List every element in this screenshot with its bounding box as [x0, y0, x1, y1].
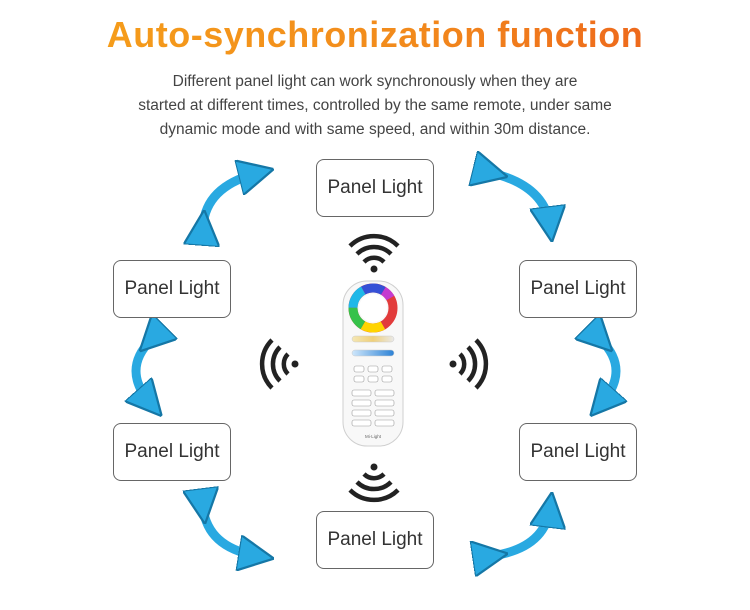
double-arrow-icon: [136, 340, 151, 404]
remote-brand-label: Mi·Light: [365, 434, 382, 439]
wifi-signal-icon: [348, 233, 400, 273]
double-arrow-icon: [203, 173, 258, 226]
panel-light-left-lower: Panel Light: [113, 423, 231, 481]
page-title: Auto-synchronization function: [0, 14, 750, 56]
double-arrow-icon: [492, 508, 550, 556]
description-line: started at different times, controlled b…: [138, 97, 612, 114]
description-line: Different panel light can work synchrono…: [172, 73, 578, 90]
panel-light-top: Panel Light: [316, 159, 434, 217]
double-arrow-icon: [492, 173, 550, 226]
panel-light-left-upper: Panel Light: [113, 260, 231, 318]
wifi-signal-icon: [259, 338, 299, 390]
description-line: dynamic mode and with same speed, and wi…: [159, 121, 591, 138]
wifi-signal-icon: [348, 463, 400, 503]
panel-light-right-upper: Panel Light: [519, 260, 637, 318]
double-arrow-icon: [203, 508, 258, 556]
double-arrow-icon: [601, 340, 616, 404]
panel-light-bottom: Panel Light: [316, 511, 434, 569]
description: Different panel light can work synchrono…: [95, 70, 655, 142]
remote-control-icon: Mi·Light: [342, 280, 404, 447]
wifi-signal-icon: [449, 338, 489, 390]
panel-light-right-lower: Panel Light: [519, 423, 637, 481]
